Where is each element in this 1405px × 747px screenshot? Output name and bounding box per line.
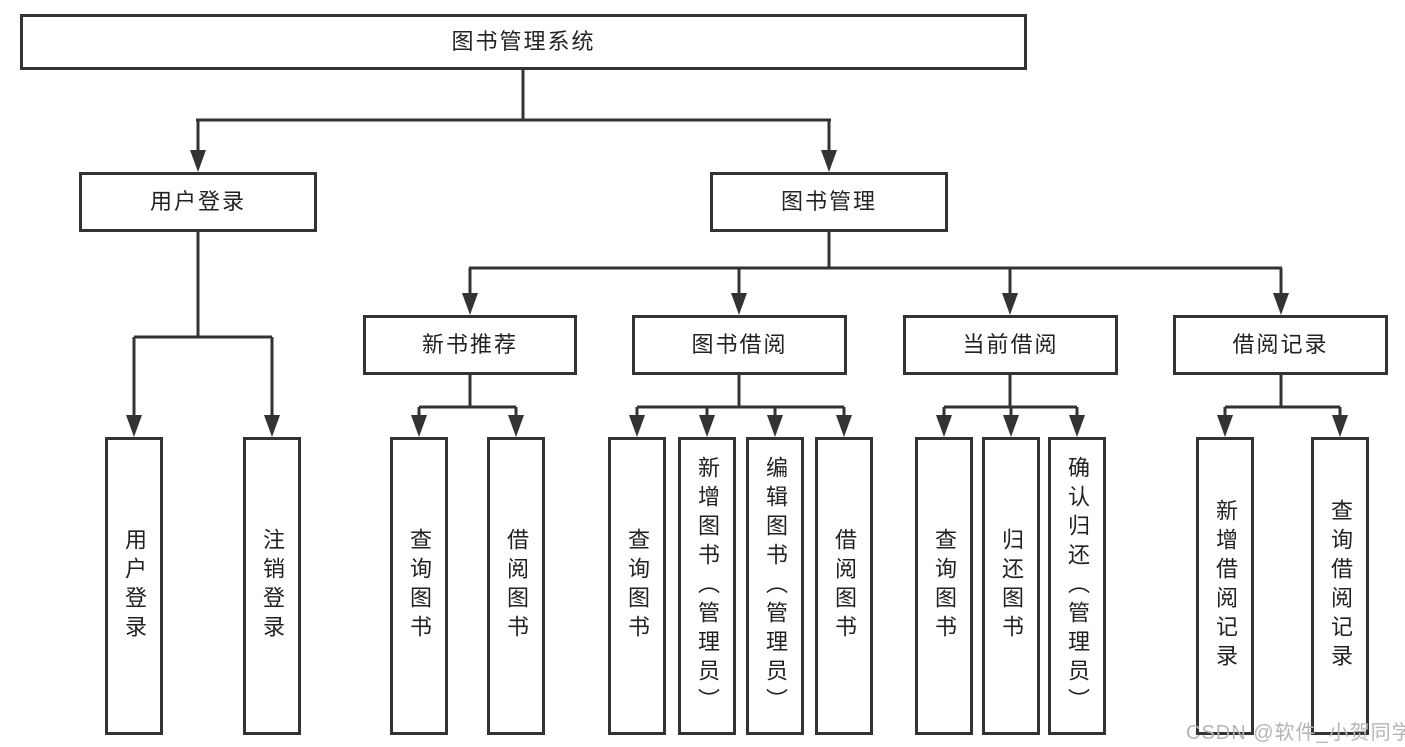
leaf-current-confirm-return-admin: 确认归还（管理员） — [1048, 437, 1106, 735]
leaf-logout: 注销登录 — [243, 437, 301, 735]
leaf-current-query-books: 查询图书 — [915, 437, 973, 735]
connector-bookmgmt-to-level3 — [468, 232, 1283, 297]
leaf-borrow-add-book-admin: 新增图书（管理员） — [678, 437, 736, 735]
connector-level3-to-leaves — [417, 375, 1342, 419]
node-root-library-system: 图书管理系统 — [20, 14, 1027, 70]
node-new-book-recommend: 新书推荐 — [363, 315, 577, 375]
leaf-borrow-edit-book-admin: 编辑图书（管理员） — [746, 437, 804, 735]
node-book-borrow: 图书借阅 — [632, 315, 847, 375]
leaf-newbook-borrow-books: 借阅图书 — [487, 437, 545, 735]
node-current-borrow: 当前借阅 — [903, 315, 1118, 375]
node-user-login: 用户登录 — [79, 172, 317, 232]
leaf-current-return-books: 归还图书 — [982, 437, 1040, 735]
leaf-record-add: 新增借阅记录 — [1196, 437, 1254, 735]
node-borrow-record: 借阅记录 — [1173, 315, 1388, 375]
connector-userlogin-to-leaves — [132, 232, 274, 419]
leaf-record-query: 查询借阅记录 — [1311, 437, 1369, 735]
leaf-newbook-query-books: 查询图书 — [390, 437, 448, 735]
leaf-borrow-borrow-books: 借阅图书 — [815, 437, 873, 735]
connector-root-to-level2 — [196, 70, 831, 152]
watermark: CSDN @软件_小贺同学 — [1186, 722, 1405, 744]
leaf-borrow-query-books: 查询图书 — [608, 437, 666, 735]
leaf-user-login: 用户登录 — [105, 437, 163, 735]
arrowheads — [126, 150, 1348, 437]
node-book-management: 图书管理 — [710, 172, 948, 232]
